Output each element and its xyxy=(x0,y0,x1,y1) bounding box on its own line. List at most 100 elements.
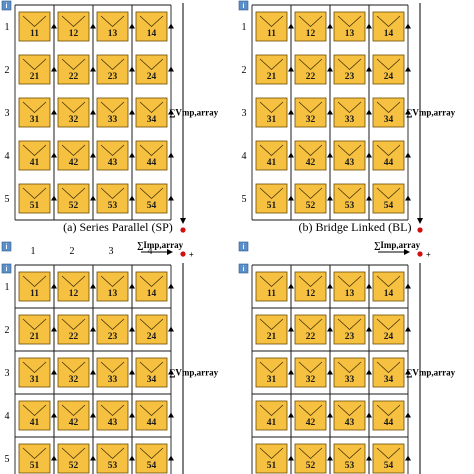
pv-module-31: 31 xyxy=(255,97,294,128)
bypass-diode-icon xyxy=(288,152,294,158)
module-label: 32 xyxy=(69,375,79,385)
module-label: 22 xyxy=(306,72,316,82)
bypass-diode-icon xyxy=(288,66,294,72)
bypass-diode-icon xyxy=(366,23,372,29)
positive-terminal xyxy=(180,251,186,257)
bypass-diode-icon xyxy=(168,369,174,375)
bypass-diode-icon xyxy=(288,369,294,375)
module-label: 43 xyxy=(345,418,355,428)
module-label: 21 xyxy=(30,332,40,342)
bypass-diode-icon xyxy=(51,283,57,289)
pv-module-12: 12 xyxy=(57,11,96,42)
module-label: 12 xyxy=(306,289,316,299)
module-label: 23 xyxy=(345,332,355,342)
pv-module-54: 54 xyxy=(135,443,174,474)
module-label: 32 xyxy=(69,115,79,125)
module-label: 51 xyxy=(30,201,40,211)
bypass-diode-icon xyxy=(129,369,135,375)
pv-module-11: 11 xyxy=(18,271,57,302)
pv-module-33: 33 xyxy=(96,97,135,128)
module-label: 11 xyxy=(267,29,276,39)
pv-module-42: 42 xyxy=(57,140,96,171)
vmp-array-label: ∑Vmp,array xyxy=(169,108,219,118)
module-label: 24 xyxy=(147,72,157,82)
module-label: 43 xyxy=(108,418,118,428)
row-label: 5 xyxy=(242,194,247,205)
module-label: 44 xyxy=(384,158,394,168)
module-label: 21 xyxy=(267,72,277,82)
info-icon-glyph: i xyxy=(243,3,245,10)
pv-module-51: 51 xyxy=(18,443,57,474)
pv-module-42: 42 xyxy=(294,140,333,171)
module-label: 51 xyxy=(267,461,277,471)
bypass-diode-icon xyxy=(168,195,174,201)
bypass-diode-icon xyxy=(51,195,57,201)
info-icon[interactable]: i xyxy=(238,241,249,252)
negative-terminal xyxy=(417,227,423,233)
module-label: 54 xyxy=(384,461,394,471)
pv-module-14: 14 xyxy=(372,11,411,42)
pv-module-42: 42 xyxy=(57,400,96,431)
bypass-diode-icon xyxy=(51,109,57,115)
imp-array-label: ∑Imp,array xyxy=(137,240,184,250)
pv-module-24: 24 xyxy=(372,314,411,345)
info-icon-secondary[interactable]: i xyxy=(238,263,249,274)
bypass-diode-icon xyxy=(366,455,372,461)
pv-module-34: 34 xyxy=(135,97,174,128)
row-label: 4 xyxy=(5,411,10,422)
bypass-diode-icon xyxy=(168,66,174,72)
module-label: 23 xyxy=(345,72,355,82)
plus-sign: + xyxy=(189,250,194,259)
module-label: 53 xyxy=(345,461,355,471)
bypass-diode-icon xyxy=(327,455,333,461)
info-icon-glyph: i xyxy=(243,266,245,273)
info-icon-glyph: i xyxy=(6,3,8,10)
pv-module-21: 21 xyxy=(255,54,294,85)
pv-module-22: 22 xyxy=(294,314,333,345)
row-label: 1 xyxy=(242,22,247,33)
pv-module-44: 44 xyxy=(135,400,174,431)
pv-module-32: 32 xyxy=(57,97,96,128)
pv-module-51: 51 xyxy=(255,443,294,474)
row-label: 5 xyxy=(5,454,10,465)
bypass-diode-icon xyxy=(327,152,333,158)
pv-module-33: 33 xyxy=(333,357,372,388)
module-label: 31 xyxy=(267,115,277,125)
info-icon-secondary[interactable]: i xyxy=(1,263,12,274)
bypass-diode-icon xyxy=(288,455,294,461)
module-label: 42 xyxy=(69,158,79,168)
info-icon[interactable]: i xyxy=(1,0,12,11)
module-label: 42 xyxy=(306,158,316,168)
pv-module-13: 13 xyxy=(96,11,135,42)
bypass-diode-icon xyxy=(168,412,174,418)
module-label: 52 xyxy=(69,201,79,211)
row-label: 2 xyxy=(5,65,10,76)
row-label: 3 xyxy=(242,108,247,119)
bypass-diode-icon xyxy=(327,369,333,375)
bypass-diode-icon xyxy=(168,109,174,115)
pv-module-23: 23 xyxy=(333,314,372,345)
module-label: 52 xyxy=(306,461,316,471)
module-label: 21 xyxy=(30,72,40,82)
pv-module-32: 32 xyxy=(57,357,96,388)
bypass-diode-icon xyxy=(168,23,174,29)
info-icon[interactable]: i xyxy=(1,241,12,252)
module-label: 54 xyxy=(147,461,157,471)
pv-module-53: 53 xyxy=(96,443,135,474)
module-label: 12 xyxy=(69,289,79,299)
module-label: 31 xyxy=(30,375,40,385)
pv-module-11: 11 xyxy=(255,271,294,302)
pv-module-13: 13 xyxy=(333,11,372,42)
pv-module-31: 31 xyxy=(18,357,57,388)
module-label: 34 xyxy=(384,375,394,385)
info-icon[interactable]: i xyxy=(238,0,249,11)
module-label: 23 xyxy=(108,72,118,82)
info-icon-glyph: i xyxy=(6,244,8,251)
bypass-diode-icon xyxy=(405,455,411,461)
module-label: 21 xyxy=(267,332,277,342)
module-label: 12 xyxy=(69,29,79,39)
bypass-diode-icon xyxy=(90,283,96,289)
module-label: 53 xyxy=(345,201,355,211)
module-label: 44 xyxy=(147,158,157,168)
pv-module-12: 12 xyxy=(294,271,333,302)
